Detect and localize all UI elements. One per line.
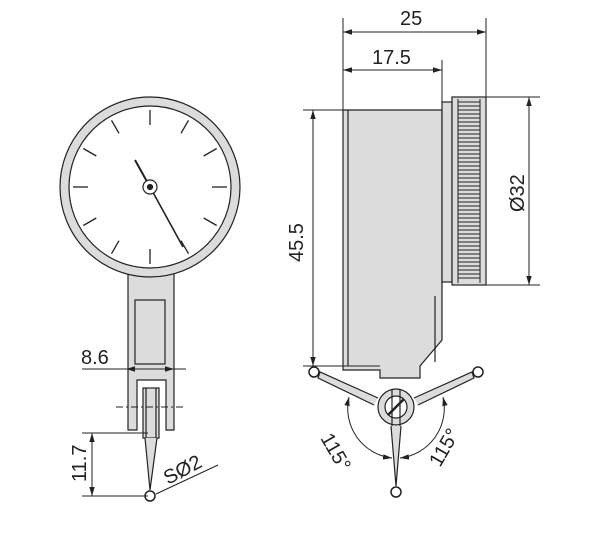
side-stylus-right (413, 371, 475, 406)
side-bezel-ring (441, 101, 453, 283)
angle-arc-left (344, 396, 393, 460)
dial-tick (82, 217, 97, 227)
dim-stylus-length: 11.7 (69, 445, 91, 482)
side-stylus-down-ball (390, 486, 402, 498)
side-stylus-left (317, 371, 379, 406)
dim-bezel-diameter: Ø32 (507, 174, 529, 212)
angle-arc-right (399, 396, 448, 460)
side-stylus-left-ball (308, 366, 320, 378)
knurled-ring (451, 96, 487, 286)
dim-overall-width: 25 (400, 8, 422, 30)
side-stylus-down (390, 425, 402, 487)
dial-tick (82, 147, 97, 157)
dial-tick (180, 119, 190, 134)
needle-pivot (146, 183, 154, 191)
dial-tick (110, 240, 120, 255)
side-stylus-right-ball (472, 366, 484, 378)
front-window (134, 299, 166, 365)
dim-angle-left: 115° (316, 430, 355, 476)
dial-tick (203, 217, 218, 227)
dim-body-depth: 17.5 (372, 47, 411, 69)
dim-angle-right: 115° (425, 425, 464, 471)
dim-stem-width: 8.6 (81, 347, 109, 369)
side-dimensions (303, 18, 540, 460)
dial-ticks (73, 110, 227, 264)
dim-ball-diameter: SØ2 (160, 451, 206, 489)
front-view (59, 96, 241, 502)
knurl-lines (457, 99, 481, 283)
dial-tick (180, 240, 190, 255)
side-view (308, 96, 487, 498)
dim-height: 45.5 (286, 223, 308, 262)
main-needle (149, 186, 184, 248)
side-body (342, 109, 443, 379)
dial-tick (110, 119, 120, 134)
front-dimensions (82, 364, 219, 497)
front-stylus-tip (144, 437, 158, 491)
dial-tick (203, 147, 218, 157)
